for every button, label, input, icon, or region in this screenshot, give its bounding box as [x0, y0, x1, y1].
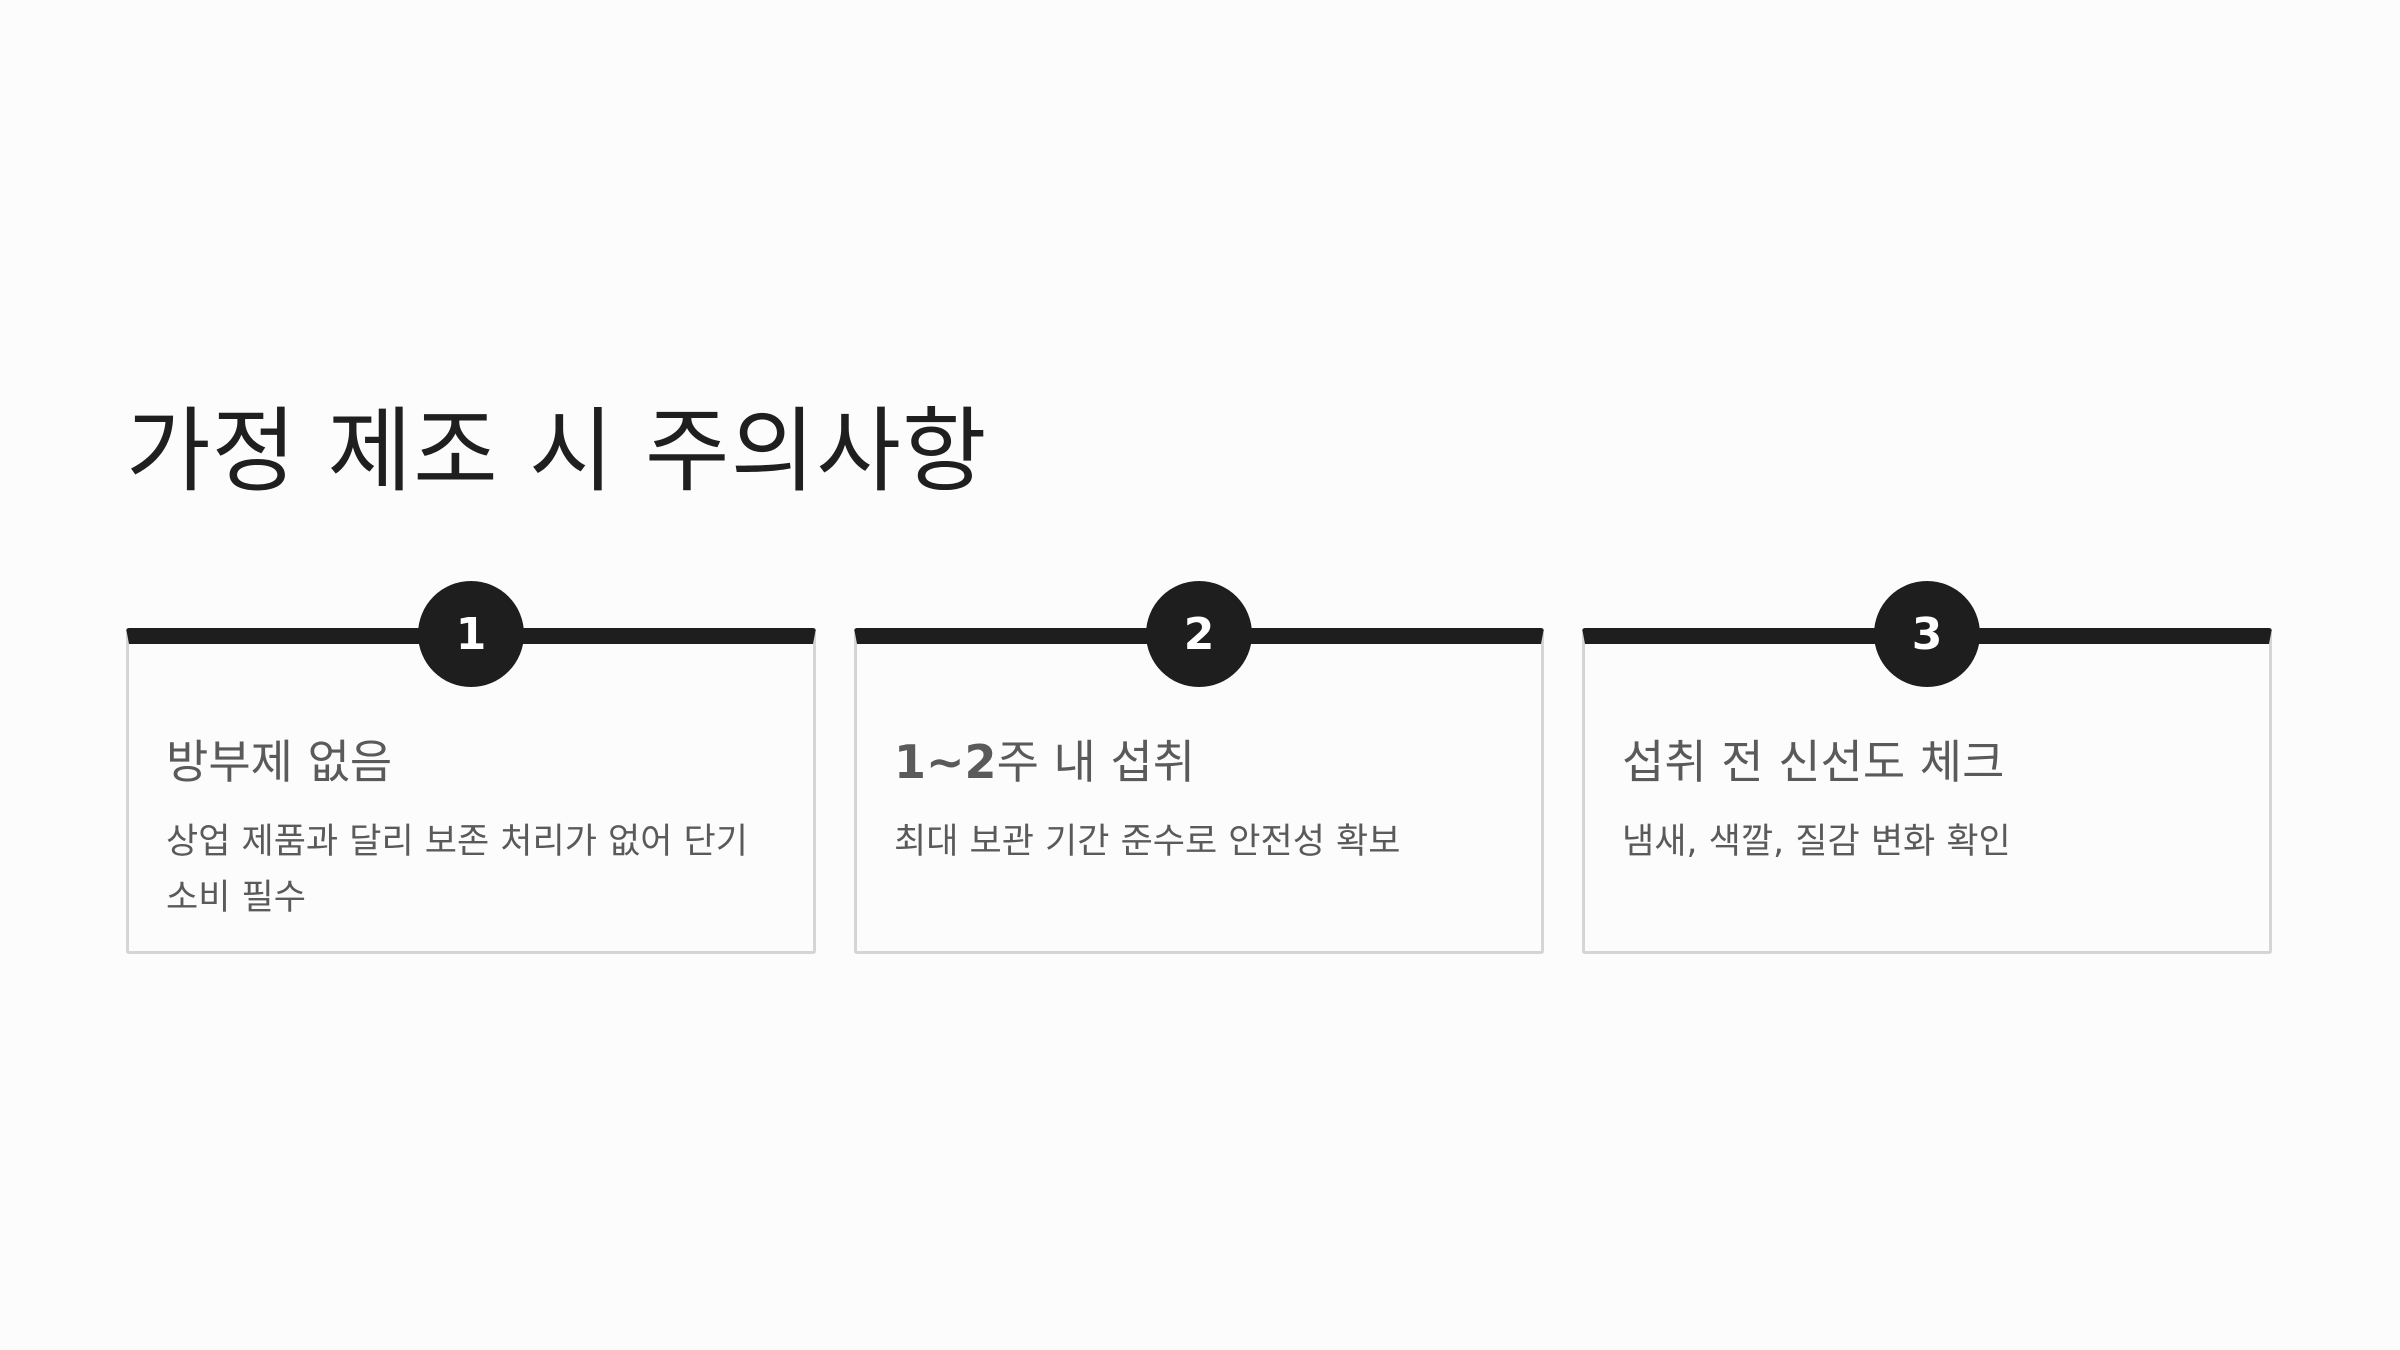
card-description: 최대 보관 기간 준수로 안전성 확보 [894, 822, 1401, 862]
card-title-number: 1~2 [894, 735, 997, 789]
step-number-badge: 3 [1874, 581, 1980, 687]
slide-title: 가정 제조 시 주의사항 [126, 398, 988, 505]
step-number-badge: 1 [418, 581, 524, 687]
card-no-preservatives: 1 방부제 없음 상업 제품과 달리 보존 처리가 없어 단기 소비 필수 [126, 581, 816, 954]
card-title: 1~2주 내 섭취 [894, 734, 1195, 790]
step-number-badge: 2 [1146, 581, 1252, 687]
card-description: 냄새, 색깔, 질감 변화 확인 [1622, 822, 2011, 862]
card-title: 방부제 없음 [166, 734, 392, 790]
card-freshness-check: 3 섭취 전 신선도 체크 냄새, 색깔, 질감 변화 확인 [1582, 581, 2272, 954]
card-title-text: 섭취 전 신선도 체크 [1622, 735, 2005, 789]
card-title-text: 주 내 섭취 [996, 735, 1196, 789]
card-title: 섭취 전 신선도 체크 [1622, 734, 2004, 790]
card-consume-within-weeks: 2 1~2주 내 섭취 최대 보관 기간 준수로 안전성 확보 [854, 581, 1544, 954]
card-description: 상업 제품과 달리 보존 처리가 없어 단기 소비 필수 [166, 822, 748, 918]
card-title-text: 방부제 없음 [166, 735, 393, 789]
